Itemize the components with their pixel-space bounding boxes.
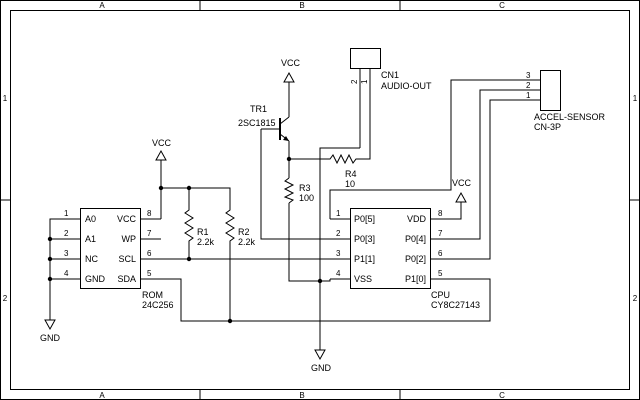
vcc-symbol-tr1: VCC — [281, 58, 301, 83]
tr1-ref-label: TR1 — [250, 104, 267, 114]
resistor-r4: R4 10 — [289, 72, 371, 189]
vcc-label-cpu: VCC — [452, 178, 472, 188]
cpu-pin8-name: VDD — [407, 214, 427, 224]
cpu-part-label: CY8C27143 — [431, 300, 480, 310]
r1-ref-label: R1 — [197, 227, 209, 237]
rom-pin7-name: WP — [122, 234, 137, 244]
grid-row-left-2: 2 — [3, 294, 8, 303]
accel-part-label: CN-3P — [534, 122, 561, 132]
rom-pin2-num: 2 — [64, 229, 69, 238]
accel-name-label: ACCEL-SENSOR — [534, 112, 606, 122]
rom-pin2-name: A1 — [85, 234, 96, 244]
rom-pin6-num: 6 — [147, 249, 152, 258]
tr1-part-label: 2SC1815 — [238, 118, 276, 128]
cpu-pin6-num: 6 — [438, 249, 443, 258]
grid-row-left-1: 1 — [3, 94, 8, 103]
wire-cpu-p02-accel1 — [451, 99, 540, 260]
cpu-pin6-name: P0[2] — [405, 254, 426, 264]
resistor-r1: R1 2.2k — [184, 205, 215, 247]
vcc-label-tr1: VCC — [281, 58, 301, 68]
connector-accel-sensor: 3 2 1 ACCEL-SENSOR CN-3P — [526, 70, 606, 132]
gnd-label-rom: GND — [40, 333, 61, 343]
rom-pin4-name: GND — [85, 274, 106, 284]
cpu-pin3-name: P1[1] — [354, 254, 375, 264]
wire-cpu-vdd — [451, 202, 462, 220]
cpu-pin4-name: VSS — [354, 274, 372, 284]
accel-pin2-num: 2 — [526, 81, 531, 90]
rom-pin6-name: SCL — [118, 254, 136, 264]
rom-pin1-name: A0 — [85, 214, 96, 224]
rom-chip: 1 2 3 4 A0 A1 NC GND 8 7 6 5 VCC WP SCL … — [60, 208, 174, 310]
vcc-symbol-cpu: VCC — [452, 178, 472, 203]
rom-pin3-num: 3 — [64, 249, 69, 258]
vcc-label-rom: VCC — [152, 138, 172, 148]
wire-tr1-base — [260, 129, 330, 240]
vcc-symbol-rom: VCC — [152, 138, 172, 161]
rom-pin7-num: 7 — [147, 229, 152, 238]
cpu-pin2-num: 2 — [336, 229, 341, 238]
cpu-pin5-name: P1[0] — [405, 274, 426, 284]
cpu-pin7-num: 7 — [438, 229, 443, 238]
r4-ref-label: R4 — [345, 169, 357, 179]
cn1-pin2-num: 2 — [350, 79, 359, 84]
r4-value-label: 10 — [345, 179, 355, 189]
resistor-r2: R2 2.2k — [225, 205, 256, 247]
r3-ref-label: R3 — [299, 183, 311, 193]
rom-pin3-name: NC — [85, 254, 98, 264]
gnd-symbol-rom: GND — [40, 319, 61, 343]
r2-ref-label: R2 — [238, 227, 250, 237]
rom-pin8-num: 8 — [147, 209, 152, 218]
cpu-pin5-num: 5 — [438, 269, 443, 278]
grid-col-top-a: A — [99, 1, 105, 10]
grid-col-bottom-b: B — [299, 391, 304, 400]
r2-value-label: 2.2k — [238, 237, 256, 247]
gnd-symbol-main: GND — [311, 349, 332, 373]
grid-row-right-1: 1 — [633, 94, 638, 103]
rom-pin4-num: 4 — [64, 269, 69, 278]
grid-col-top-c: C — [499, 1, 505, 10]
wire-cpu-p04-accel2 — [451, 89, 540, 240]
grid-col-bottom-a: A — [99, 391, 105, 400]
cpu-pin2-name: P0[3] — [354, 234, 375, 244]
cpu-pin8-num: 8 — [438, 209, 443, 218]
grid-row-right-2: 2 — [633, 294, 638, 303]
cpu-chip: 1 2 3 4 P0[5] P0[3] P1[1] VSS 8 7 6 5 VD… — [330, 208, 480, 310]
rom-pin5-num: 5 — [147, 269, 152, 278]
accel-pin3-num: 3 — [526, 71, 531, 80]
accel-pin1-num: 1 — [526, 91, 531, 100]
cpu-pin1-num: 1 — [336, 209, 341, 218]
cpu-pin3-num: 3 — [336, 249, 341, 258]
cpu-pin7-name: P0[4] — [405, 234, 426, 244]
r1-value-label: 2.2k — [197, 237, 215, 247]
rom-pin1-num: 1 — [64, 209, 69, 218]
cn1-pin1-num: 1 — [360, 79, 369, 84]
resistor-r3: R3 100 — [283, 177, 331, 282]
transistor-tr1: TR1 2SC1815 — [238, 82, 290, 178]
grid-col-bottom-c: C — [499, 391, 505, 400]
cpu-ref-label: CPU — [431, 290, 450, 300]
rom-part-label: 24C256 — [142, 300, 174, 310]
r3-value-label: 100 — [299, 193, 314, 203]
connector-cn1: 2 1 CN1 AUDIO-OUT — [319, 48, 432, 350]
gnd-label-main: GND — [311, 363, 332, 373]
wire-cpu-p05-accel3 — [329, 79, 540, 219]
cn1-name-label: AUDIO-OUT — [381, 81, 432, 91]
grid-labels: A B C A B C 1 2 1 2 — [3, 1, 638, 400]
grid-col-top-b: B — [299, 1, 304, 10]
cn1-ref-label: CN1 — [381, 70, 399, 80]
rom-pin5-name: SDA — [117, 274, 136, 284]
cpu-pin4-num: 4 — [336, 269, 341, 278]
rom-pin8-name: VCC — [117, 214, 137, 224]
cpu-pin1-name: P0[5] — [354, 214, 375, 224]
rom-ref-label: ROM — [142, 290, 163, 300]
junctions — [47, 156, 323, 324]
